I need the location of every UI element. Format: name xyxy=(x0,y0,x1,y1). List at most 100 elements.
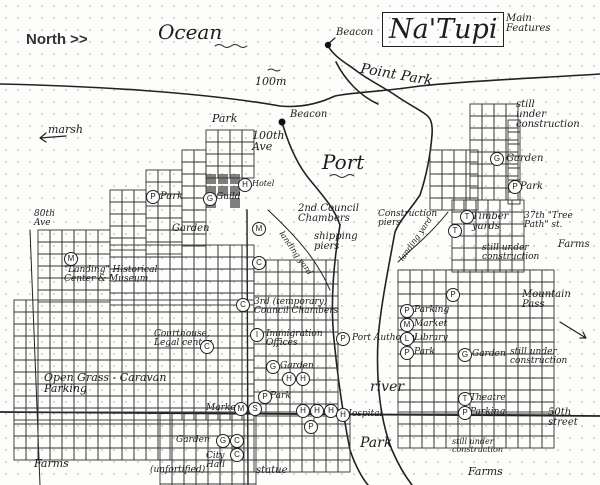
marker-h4: H xyxy=(310,404,324,418)
city-block xyxy=(453,185,467,199)
marker-s: S xyxy=(248,402,262,416)
city-block xyxy=(13,323,27,337)
marker-timber-2: T xyxy=(448,224,462,238)
city-block xyxy=(49,335,63,349)
ave-100-line xyxy=(246,209,249,485)
city-block xyxy=(217,280,231,294)
farms-bottom-label: Farms xyxy=(468,465,503,478)
market-right-label: Market xyxy=(414,319,448,329)
city-block xyxy=(13,407,27,421)
city-block xyxy=(493,139,507,153)
city-block xyxy=(231,483,245,485)
city-block xyxy=(529,329,543,343)
marker-theatre: T xyxy=(458,392,472,406)
city-block xyxy=(205,129,219,143)
city-block xyxy=(493,365,507,379)
city-block xyxy=(217,292,231,306)
city-block xyxy=(441,185,455,199)
city-block xyxy=(229,311,243,325)
city-block xyxy=(97,411,111,425)
city-block xyxy=(133,225,147,239)
city-block xyxy=(205,292,219,306)
city-block xyxy=(517,423,531,437)
city-block xyxy=(13,383,27,397)
city-block xyxy=(205,153,219,167)
city-block xyxy=(157,244,171,258)
garden-left-label: Garden xyxy=(172,223,210,234)
city-block xyxy=(73,347,87,361)
still-construction-4: still under construction xyxy=(452,437,503,454)
city-block xyxy=(157,395,171,409)
city-block xyxy=(325,423,339,437)
city-block xyxy=(313,435,327,449)
city-block xyxy=(169,359,183,373)
city-block xyxy=(37,335,51,349)
city-block xyxy=(157,347,171,361)
city-block xyxy=(109,323,123,337)
coastline xyxy=(0,73,600,108)
city-block xyxy=(157,205,171,219)
city-block xyxy=(61,407,75,421)
city-block xyxy=(145,244,159,258)
city-block xyxy=(313,447,327,461)
city-block xyxy=(169,299,183,313)
city-block xyxy=(217,244,231,258)
city-block xyxy=(25,299,39,313)
city-block xyxy=(301,435,315,449)
city-block xyxy=(217,153,231,167)
city-block xyxy=(37,407,51,421)
ave-100-label: 100th Ave xyxy=(252,129,285,153)
city-block xyxy=(133,323,147,337)
city-block xyxy=(337,447,351,461)
city-block xyxy=(241,165,255,179)
city-block xyxy=(217,347,231,361)
point-park-inner xyxy=(335,61,379,105)
library-label: Library xyxy=(414,333,448,343)
city-block xyxy=(133,299,147,313)
city-block xyxy=(181,209,195,223)
city-block xyxy=(421,281,435,295)
city-block xyxy=(73,395,87,409)
city-block xyxy=(133,447,147,461)
city-block xyxy=(241,244,255,258)
city-block xyxy=(409,377,423,391)
still-construction-1: still under construction xyxy=(516,99,580,130)
timber-label: Timber yards xyxy=(472,211,509,232)
city-block xyxy=(217,323,231,337)
city-block xyxy=(145,395,159,409)
city-block xyxy=(241,153,255,167)
city-block xyxy=(49,277,63,291)
city-block xyxy=(49,395,63,409)
city-block xyxy=(181,347,195,361)
city-block xyxy=(253,367,267,381)
city-block xyxy=(481,317,495,331)
city-block xyxy=(181,299,195,313)
city-block xyxy=(49,311,63,325)
city-block xyxy=(457,377,471,391)
marsh-arrow xyxy=(39,132,67,143)
courthouse-label: Courthouse, Legal center xyxy=(154,329,212,348)
city-block xyxy=(243,483,257,485)
city-block xyxy=(453,161,467,175)
city-block xyxy=(85,347,99,361)
city-block xyxy=(243,471,257,485)
marker-city-hall-2: C xyxy=(230,448,244,462)
city-block xyxy=(121,201,135,215)
city-block xyxy=(289,283,303,297)
city-block xyxy=(505,377,519,391)
city-block xyxy=(193,371,207,385)
farms-left-label: Farms xyxy=(34,457,69,470)
still-construction-3: still under construction xyxy=(510,347,568,366)
city-block xyxy=(481,365,495,379)
city-block xyxy=(133,347,147,361)
city-block xyxy=(49,435,63,449)
city-block xyxy=(433,341,447,355)
city-block xyxy=(205,268,219,282)
city-block xyxy=(181,395,195,409)
city-block xyxy=(313,391,327,405)
city-block xyxy=(207,471,221,485)
city-block xyxy=(265,435,279,449)
city-blocks xyxy=(13,103,555,485)
city-block xyxy=(193,244,207,258)
city-block xyxy=(481,139,495,153)
